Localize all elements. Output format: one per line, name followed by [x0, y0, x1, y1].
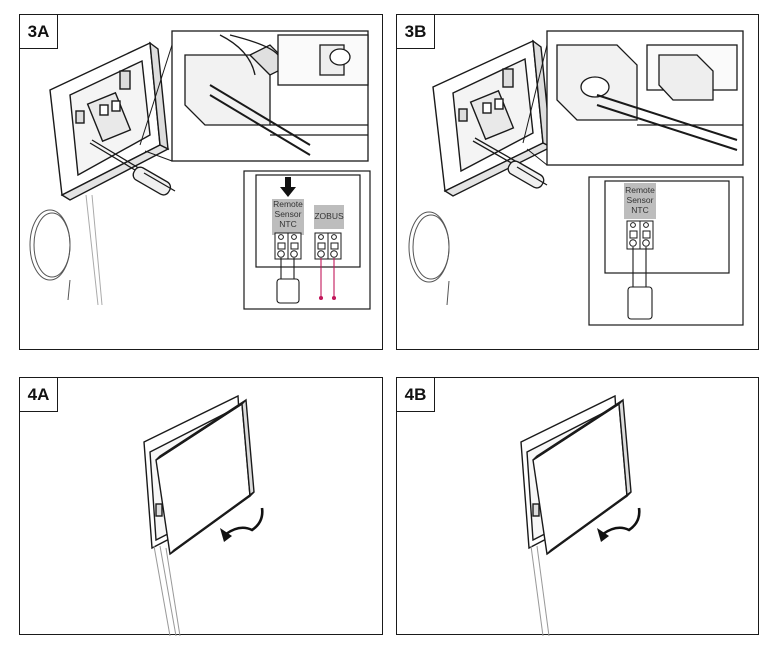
rotate-arrow-icon	[225, 507, 264, 536]
ntc-sensor-probe	[276, 258, 300, 304]
zoom-inset-terminal	[546, 30, 744, 166]
down-arrow-icon	[280, 177, 296, 197]
illustration-3b: Remote Sensor NTC	[408, 30, 744, 326]
label-zobus: ZOBUS	[314, 211, 344, 221]
sensor-cable-coil	[29, 194, 103, 306]
wiring-diagram-inset	[243, 170, 371, 310]
sensor-cable-coil	[408, 211, 450, 306]
screwdriver	[472, 137, 548, 189]
label-remote-line1: Remote	[273, 199, 303, 209]
rotate-arrow-icon	[602, 507, 641, 536]
terminal-block-zobus	[314, 232, 342, 260]
step-badge: 4B	[397, 378, 435, 412]
illustration-4b	[520, 394, 641, 636]
step-badge: 4A	[20, 378, 58, 412]
terminal-block-remote	[626, 220, 654, 250]
ntc-sensor-probe	[627, 247, 653, 320]
step-badge: 3A	[20, 15, 58, 49]
label-remote-line1: Remote	[625, 185, 655, 195]
label-remote-line2: Sensor	[275, 209, 302, 219]
cables	[530, 545, 550, 636]
illustration-3a: Remote Sensor NTC ZOBUS	[29, 30, 371, 310]
panel-step-4a: 4A	[19, 377, 383, 636]
zoom-inset-terminal	[171, 30, 369, 162]
wall-box-open	[432, 39, 553, 197]
label-remote-line2: Sensor	[627, 195, 654, 205]
zobus-wires	[318, 258, 337, 301]
panel-step-3a: 3A	[19, 14, 383, 350]
thermostat-closing	[143, 394, 255, 556]
label-remote-line3: NTC	[631, 205, 648, 215]
rotate-arrow-head-icon	[220, 528, 232, 542]
label-remote-line3: NTC	[279, 219, 296, 229]
rotate-arrow-head-icon	[597, 528, 609, 542]
wiring-diagram-inset	[588, 176, 744, 326]
panel-step-4b: 4B	[396, 377, 759, 636]
terminal-block-remote	[274, 232, 302, 260]
illustration-4a	[143, 394, 264, 636]
cables	[153, 545, 181, 636]
step-badge: 3B	[397, 15, 435, 49]
screwdriver	[89, 139, 176, 196]
panel-step-3b: 3B	[396, 14, 759, 350]
thermostat-closing	[520, 394, 632, 556]
